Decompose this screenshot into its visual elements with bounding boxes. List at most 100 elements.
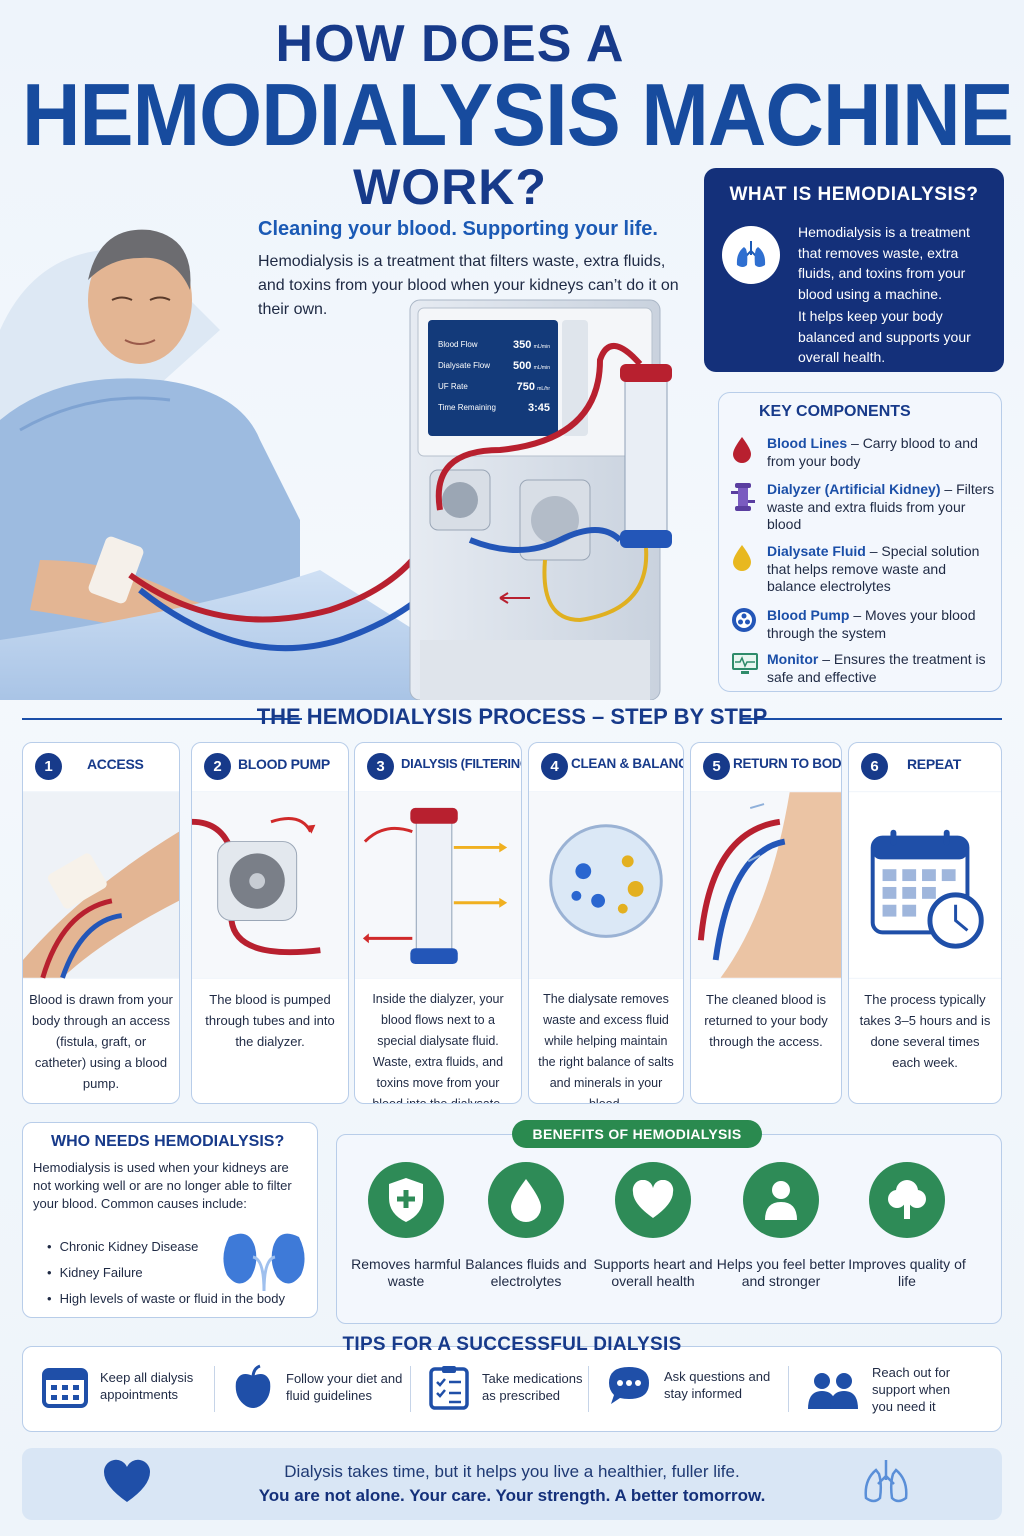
step-title: REPEAT: [907, 756, 961, 772]
benefit-label: Supports heart and overall health: [593, 1256, 713, 1289]
screen-value: 350: [513, 338, 532, 351]
component-name: Monitor: [767, 651, 819, 667]
tip-item: Take medications as prescribed: [428, 1364, 592, 1410]
process-step: 3 DIALYSIS (FILTERING) Inside the dialyz…: [354, 742, 522, 1104]
dialyzer-illustration: [355, 791, 521, 979]
apple-icon: [235, 1364, 271, 1408]
screen-row: Time Remaining 3:45: [438, 397, 550, 418]
benefit-label: Improves quality of life: [848, 1256, 966, 1289]
people-icon: [808, 1372, 858, 1409]
step-title: CLEAN & BALANCE: [571, 756, 684, 771]
step-title: DIALYSIS (FILTERING): [401, 756, 522, 771]
step-title: RETURN TO BODY: [733, 756, 842, 771]
tip-item: Keep all dialysis appointments: [42, 1364, 210, 1408]
step-desc: Blood is drawn from your body through an…: [29, 992, 173, 1091]
step-number: 4: [541, 753, 568, 780]
benefits-title: BENEFITS OF HEMODIALYSIS: [512, 1120, 762, 1148]
clean-balance-illustration: [529, 791, 683, 979]
screen-unit: mL/min: [533, 343, 550, 350]
benefit-label: Helps you feel better and stronger: [716, 1256, 846, 1289]
component-item: Blood Pump – Moves your blood through th…: [731, 607, 995, 642]
machine-screen: Blood Flow 350 mL/min Dialysate Flow 500…: [438, 334, 550, 418]
intro-text: Hemodialysis is a treatment that filters…: [258, 253, 679, 318]
screen-row: Blood Flow 350 mL/min: [438, 334, 550, 355]
component-desc: – Filters waste and extra fluids from yo…: [767, 481, 995, 532]
blood-pump-illustration: [192, 791, 348, 979]
component-name: Blood Pump: [767, 607, 850, 623]
tip-divider: [788, 1366, 789, 1412]
step-number: 1: [35, 753, 62, 780]
screen-label: UF Rate: [438, 382, 468, 391]
cause-item: High levels of waste or fluid in the bod…: [47, 1291, 285, 1317]
process-divider-left: [22, 718, 302, 720]
step-title: ACCESS: [87, 756, 144, 772]
tip-item: Ask questions and stay informed: [606, 1364, 784, 1406]
screen-label: Dialysate Flow: [438, 361, 491, 370]
tip-divider: [410, 1366, 411, 1412]
component-desc: – Special solution that helps remove was…: [767, 543, 980, 594]
chat-icon: [609, 1367, 649, 1404]
cause-item: Chronic Kidney Disease: [47, 1239, 285, 1265]
process-step: 5 RETURN TO BODY The cleaned blood is re…: [690, 742, 842, 1104]
screen-label: Blood Flow: [438, 340, 478, 349]
heart-icon: [615, 1162, 691, 1238]
person-icon: [743, 1162, 819, 1238]
fluid-drop-icon: [731, 543, 767, 596]
step-desc: Inside the dialyzer, your blood flows ne…: [372, 992, 504, 1104]
benefit-item: Balances fluids and electrolytes: [461, 1162, 591, 1289]
process-step: 2 BLOOD PUMP The blood is pumped through…: [191, 742, 349, 1104]
screen-row: Dialysate Flow 500 mL/min: [438, 355, 550, 376]
tip-label: Reach out for support when you need it: [872, 1365, 951, 1414]
benefit-label: Balances fluids and electrolytes: [465, 1256, 587, 1289]
component-desc: – Carry blood to and from your body: [767, 435, 978, 469]
tagline: Cleaning your blood. Supporting your lif…: [258, 218, 658, 240]
component-desc: – Moves your blood through the system: [767, 607, 976, 641]
key-components-panel: KEY COMPONENTS Blood Lines – Carry blood…: [718, 392, 1002, 692]
blood-drop-icon: [731, 435, 767, 470]
return-to-body-illustration: [691, 791, 841, 979]
component-item: Dialysate Fluid – Special solution that …: [731, 543, 995, 596]
step-number: 2: [204, 753, 231, 780]
component-item: Monitor – Ensures the treatment is safe …: [731, 651, 995, 686]
what-is-text-2: It helps keep your body balanced and sup…: [798, 308, 971, 365]
tips-title: TIPS FOR A SUCCESSFUL DIALYSIS: [342, 1334, 682, 1355]
process-step: 6 REPEAT The process typically takes 3–5…: [848, 742, 1002, 1104]
dialyzer-icon: [731, 481, 767, 534]
kidneys-icon: [223, 1233, 305, 1291]
title-line-3: WORK?: [353, 159, 547, 215]
tip-divider: [588, 1366, 589, 1412]
title-line-1: HOW DOES A: [275, 15, 625, 73]
water-drop-icon: [488, 1162, 564, 1238]
benefit-item: Removes harmful waste: [341, 1162, 471, 1289]
screen-unit: mL/min: [533, 364, 550, 371]
step-desc: The process typically takes 3–5 hours an…: [859, 992, 991, 1070]
title-line-2: HEMODIALYSIS MACHINE: [22, 65, 1014, 164]
who-needs-title: WHO NEEDS HEMODIALYSIS?: [51, 1133, 285, 1150]
tip-item: Follow your diet and fluid guidelines: [232, 1364, 404, 1410]
step-number: 5: [703, 753, 730, 780]
causes-list: Chronic Kidney Disease Kidney Failure Hi…: [47, 1239, 285, 1317]
what-is-text-1: Hemodialysis is a treatment that removes…: [798, 224, 970, 302]
what-is-panel: WHAT IS HEMODIALYSIS? Hemodialysis is a …: [704, 168, 1004, 372]
component-item: Dialyzer (Artificial Kidney) – Filters w…: [731, 481, 995, 534]
pump-icon: [731, 607, 767, 642]
step-desc: The cleaned blood is returned to your bo…: [704, 992, 828, 1049]
monitor-icon: [731, 651, 767, 686]
what-is-title: WHAT IS HEMODIALYSIS?: [729, 184, 979, 205]
lungs-icon: [864, 1460, 908, 1503]
step-desc: The blood is pumped through tubes and in…: [205, 992, 335, 1049]
tip-label: Follow your diet and fluid guidelines: [286, 1371, 403, 1403]
screen-value: 3:45: [527, 401, 550, 414]
benefit-item: Supports heart and overall health: [588, 1162, 718, 1289]
tip-label: Take medications as prescribed: [482, 1371, 583, 1403]
tip-divider: [214, 1366, 215, 1412]
arm-access-illustration: [23, 791, 179, 979]
process-title: THE HEMODIALYSIS PROCESS – STEP BY STEP: [256, 704, 768, 729]
tip-label: Keep all dialysis appointments: [100, 1370, 194, 1402]
component-name: Dialyzer (Artificial Kidney): [767, 481, 941, 497]
component-item: Blood Lines – Carry blood to and from yo…: [731, 435, 995, 470]
component-name: Blood Lines: [767, 435, 848, 451]
who-needs-panel: WHO NEEDS HEMODIALYSIS? Hemodialysis is …: [22, 1122, 318, 1318]
screen-value: 500: [513, 359, 532, 372]
step-number: 6: [861, 753, 888, 780]
